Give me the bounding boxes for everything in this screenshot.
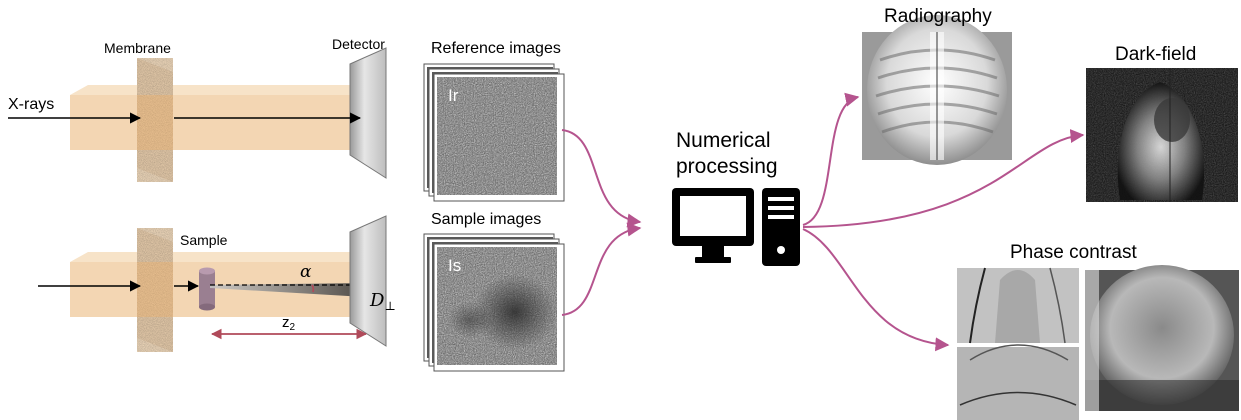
sample-label: Sample	[180, 232, 228, 248]
membrane-bottom	[137, 228, 173, 352]
flow-arrow-radiography	[802, 92, 860, 226]
phase-contrast-images	[957, 265, 1239, 420]
alpha-symbol: α	[300, 262, 312, 282]
membrane-top	[137, 58, 173, 182]
sample-images-title: Sample images	[431, 211, 542, 228]
sample-image-tag: Is	[448, 256, 462, 275]
flow-arrow-phase	[802, 228, 950, 352]
displacement-label: D⊥	[370, 290, 396, 313]
detector-bottom	[349, 215, 387, 347]
reference-images-title: Reference images	[431, 40, 561, 57]
sample-cylinder	[199, 267, 215, 311]
processing-label-line2: processing	[676, 155, 778, 178]
darkfield-image	[1086, 68, 1238, 202]
reference-image	[437, 77, 557, 195]
membrane-label: Membrane	[104, 40, 171, 56]
darkfield-label: Dark-field	[1115, 44, 1197, 65]
detector-label: Detector	[332, 36, 385, 52]
phase-contrast-label: Phase contrast	[1010, 242, 1137, 263]
angle-arc	[311, 284, 315, 293]
radiography-label: Radiography	[884, 6, 992, 27]
reference-image-tag: Ir	[448, 86, 459, 105]
detector-top	[349, 47, 387, 179]
flow-arrow-reference	[561, 129, 642, 228]
sample-image-stack	[423, 233, 565, 372]
flow-arrow-darkfield	[802, 129, 1085, 228]
distance-label: z2	[282, 314, 296, 333]
xrays-label: X-rays	[8, 96, 55, 113]
reference-image-stack	[423, 63, 565, 202]
flow-arrow-sample	[561, 222, 642, 316]
deflected-beam	[210, 283, 365, 297]
radiography-image	[862, 15, 1012, 165]
processing-label-line1: Numerical	[676, 129, 771, 152]
computer-icon	[672, 188, 800, 266]
